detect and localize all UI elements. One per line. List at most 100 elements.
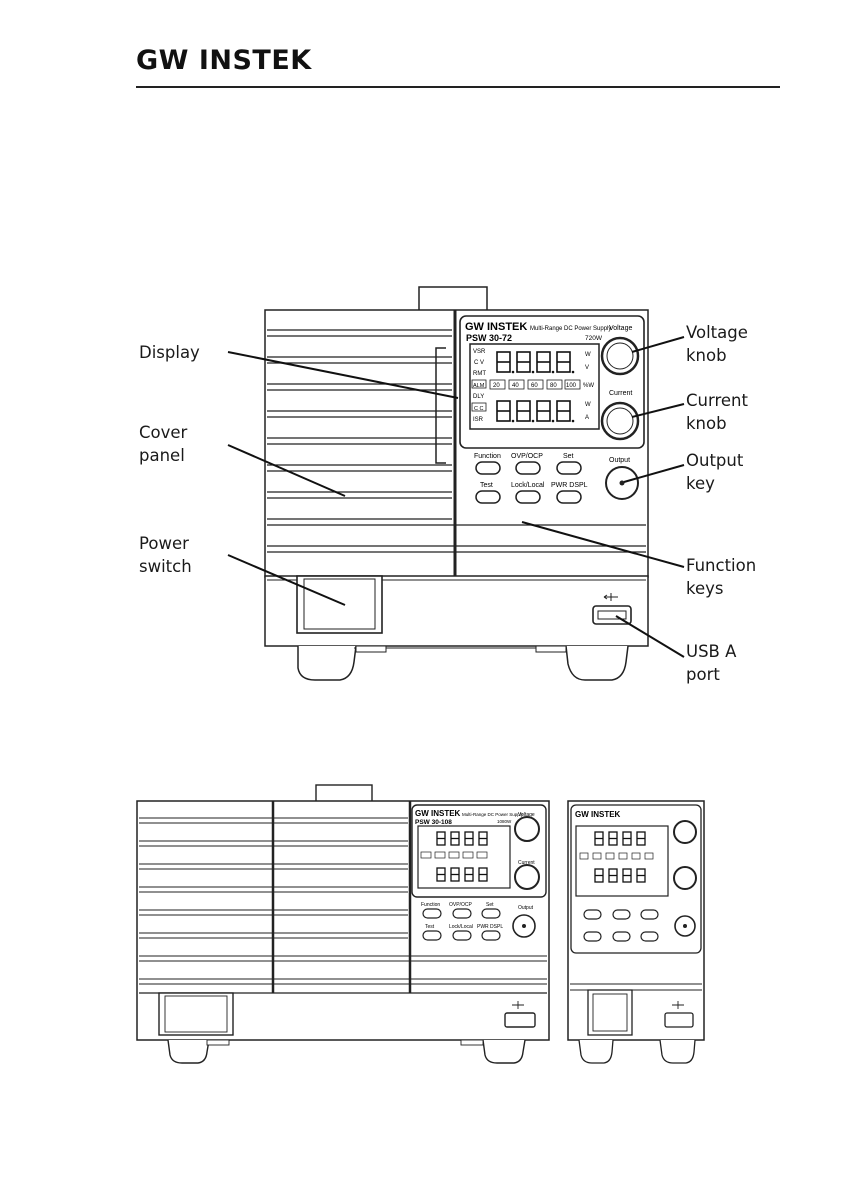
function-key[interactable]	[475, 461, 501, 475]
indicator-rmt: RMT	[473, 371, 486, 377]
carry-handle	[418, 286, 488, 312]
power-switch[interactable]	[296, 575, 383, 634]
test-key-wide[interactable]	[422, 930, 442, 941]
unit-a: A	[585, 415, 589, 421]
current-label: Current	[609, 390, 632, 397]
display	[469, 343, 600, 430]
current-knob-narrow[interactable]	[673, 866, 697, 890]
narrow-unit: GW INSTEK	[567, 800, 705, 1064]
brand-logo: GW INSTEK	[136, 45, 312, 76]
indicator-vsr: VSR	[473, 349, 486, 355]
leader-cover-panel	[227, 444, 346, 497]
lock-local-key[interactable]	[515, 490, 541, 504]
key-label-ovp-ocp-wide: OVP/OCP	[449, 902, 472, 908]
leader-current-knob	[631, 403, 685, 418]
key-label-pwr-dspl-wide: PWR DSPL	[477, 924, 503, 930]
leader-output-key	[623, 464, 685, 483]
callout-function-keys: Function keys	[686, 556, 757, 598]
output-label: Output	[609, 457, 630, 464]
callout-display: Display	[139, 343, 200, 362]
leader-usb	[615, 615, 685, 658]
usb-port-narrow[interactable]	[664, 1012, 694, 1028]
panel-model: PSW 30-72	[466, 333, 512, 343]
power-bar-wide	[420, 851, 488, 859]
key-label-set-wide: Set	[486, 902, 494, 908]
panel-brand: GW INSTEK	[465, 321, 527, 333]
power-bar: 20 40 60 80 100 %W	[489, 379, 594, 390]
leader-lines	[227, 336, 685, 658]
header-rule	[136, 86, 780, 88]
key-label-lock-local: Lock/Local	[511, 482, 545, 489]
display-wide	[417, 825, 511, 889]
leader-voltage-knob	[631, 336, 685, 353]
psw-30-72-unit: GW INSTEK Multi-Range DC Power Supply PS…	[264, 286, 649, 681]
key-6-narrow[interactable]	[640, 931, 659, 942]
key-3-narrow[interactable]	[640, 909, 659, 920]
usb-port-wide[interactable]	[504, 1012, 536, 1028]
callout-voltage-knob: Voltage knob	[686, 323, 748, 365]
carry-handle-wide	[315, 784, 373, 803]
usb-icon-wide	[512, 1001, 524, 1009]
voltage-knob-wide[interactable]	[514, 816, 540, 842]
panel-power-wide: 1080W	[497, 819, 512, 824]
unit-w-top: W	[585, 352, 591, 358]
key-label-function: Function	[474, 453, 501, 460]
callout-current-knob: Current knob	[686, 391, 748, 433]
svg-text:60: 60	[531, 383, 538, 389]
function-key-wide[interactable]	[422, 908, 442, 919]
leader-display	[227, 351, 459, 399]
svg-text:20: 20	[493, 383, 500, 389]
current-knob[interactable]	[600, 401, 640, 441]
unit-w-bottom: W	[585, 402, 591, 408]
test-key[interactable]	[475, 490, 501, 504]
key-label-set: Set	[563, 453, 574, 460]
key-2-narrow[interactable]	[612, 909, 631, 920]
leader-power-switch	[227, 554, 346, 606]
set-key[interactable]	[556, 461, 582, 475]
psw-30-108-unit: GW INSTEK Multi-Range DC Power Supply PS…	[136, 784, 550, 1064]
leader-function-keys	[521, 521, 685, 568]
output-label-wide: Output	[518, 905, 534, 911]
usb-icon	[603, 593, 618, 601]
svg-text:%W: %W	[583, 383, 594, 389]
key-label-test-wide: Test	[425, 924, 435, 930]
indicator-isr: ISR	[473, 417, 484, 423]
panel-brand-wide: GW INSTEK	[415, 809, 461, 818]
set-key-wide[interactable]	[481, 908, 501, 919]
ovp-ocp-key[interactable]	[515, 461, 541, 475]
svg-text:80: 80	[550, 383, 557, 389]
current-knob-wide[interactable]	[514, 864, 540, 890]
indicator-cv: C V	[474, 360, 484, 366]
svg-text:40: 40	[512, 383, 519, 389]
pwr-dspl-key[interactable]	[556, 490, 582, 504]
callout-usb-port: USB A port	[686, 642, 737, 684]
voltage-label: Voltage	[609, 325, 632, 332]
voltage-knob-narrow[interactable]	[673, 820, 697, 844]
key-label-pwr-dspl: PWR DSPL	[551, 482, 588, 489]
callout-cover-panel: Cover panel	[139, 423, 188, 465]
output-key[interactable]	[605, 466, 639, 500]
display-narrow	[575, 825, 669, 897]
key-5-narrow[interactable]	[612, 931, 631, 942]
usb-icon-narrow	[672, 1001, 684, 1009]
voltage-knob[interactable]	[600, 336, 640, 376]
power-switch-narrow[interactable]	[587, 989, 633, 1036]
svg-text:100: 100	[566, 383, 577, 389]
pwr-dspl-key-wide[interactable]	[481, 930, 501, 941]
indicator-cc: C C	[474, 406, 484, 412]
key-1-narrow[interactable]	[583, 909, 602, 920]
key-label-ovp-ocp: OVP/OCP	[511, 453, 543, 460]
current-label-wide: Current	[518, 860, 535, 866]
callout-power-switch: Power switch	[139, 534, 192, 576]
indicator-dly: DLY	[473, 394, 484, 400]
unit-v: V	[585, 365, 589, 371]
panel-model-wide: PSW 30-108	[415, 819, 452, 826]
power-switch-wide[interactable]	[158, 992, 234, 1036]
panel-power: 720W	[585, 335, 603, 342]
key-4-narrow[interactable]	[583, 931, 602, 942]
panel-brand-narrow: GW INSTEK	[575, 810, 621, 819]
ovp-ocp-key-wide[interactable]	[452, 908, 472, 919]
foot-left	[297, 645, 357, 681]
lock-local-key-wide[interactable]	[452, 930, 472, 941]
key-label-function-wide: Function	[421, 902, 440, 908]
